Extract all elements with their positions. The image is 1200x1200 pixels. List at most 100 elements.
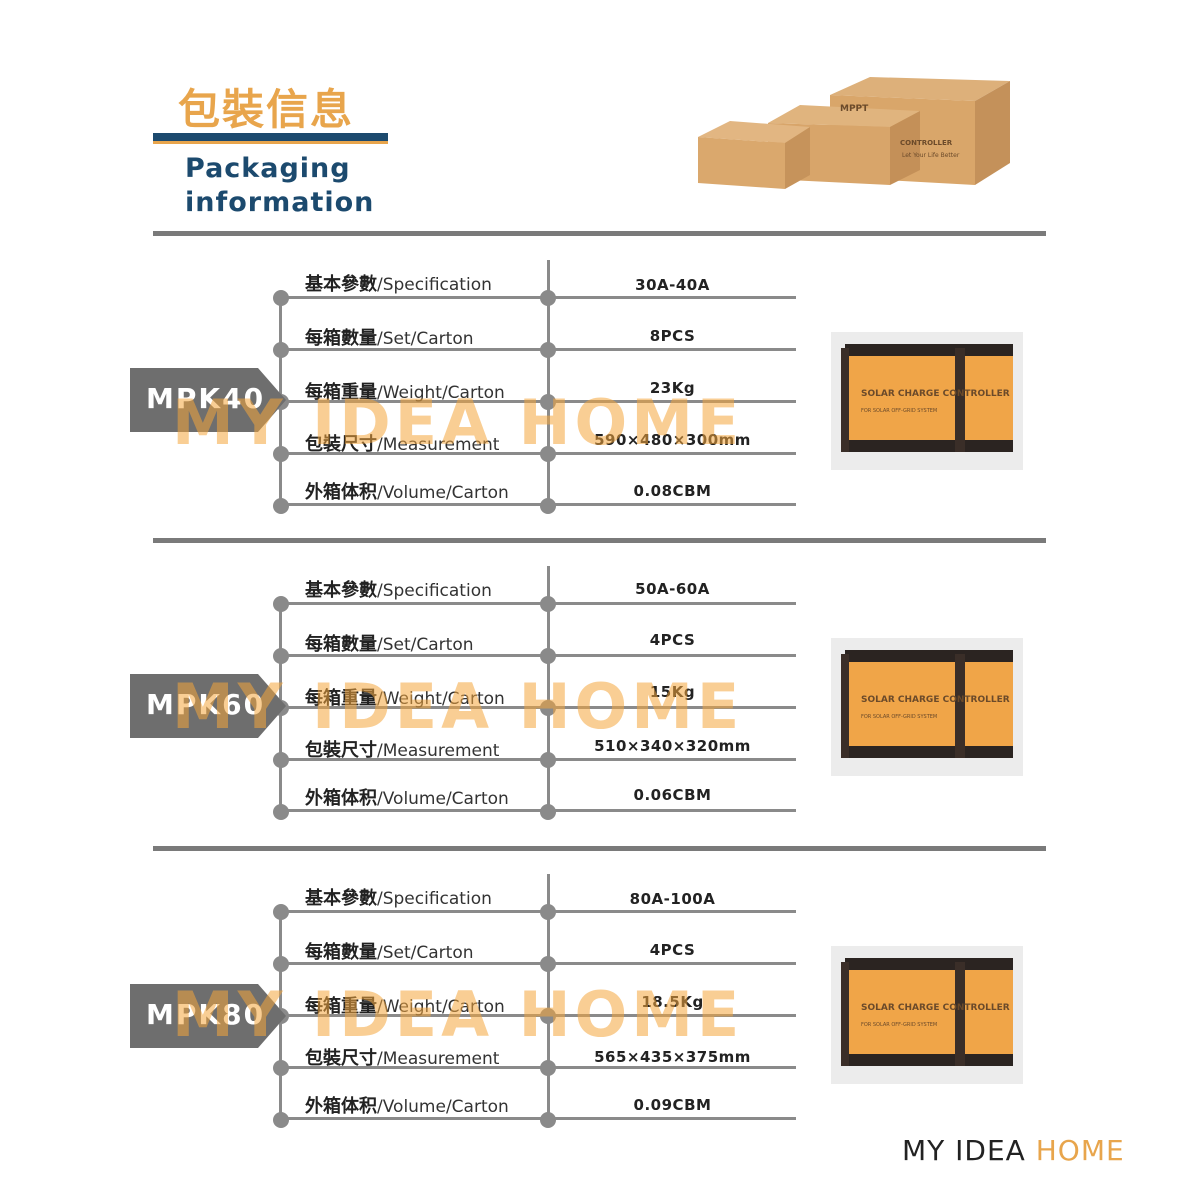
label-cn: 基本參數 [305, 580, 377, 601]
label-en: /Volume/Carton [377, 483, 509, 503]
label-cn: 包裝尺寸 [305, 1048, 377, 1069]
label-en: /Set/Carton [377, 943, 474, 963]
page-title-cn: 包裝信息 [178, 85, 355, 134]
label-specification: 基本參數/Specification [305, 270, 492, 296]
label-en: /Measurement [377, 1049, 500, 1069]
value-volume-carton: 0.06CBM [633, 786, 712, 804]
label-en: /Specification [377, 275, 492, 295]
row-line [280, 1014, 796, 1017]
label-volume-carton: 外箱体积/Volume/Carton [305, 1092, 509, 1118]
label-specification: 基本參數/Specification [305, 884, 492, 910]
row-dot [540, 804, 556, 820]
section-separator [153, 538, 1046, 543]
row-dot [273, 342, 289, 358]
row-dot [540, 498, 556, 514]
row-dot [540, 446, 556, 462]
label-measurement: 包裝尺寸/Measurement [305, 430, 499, 456]
row-dot [540, 904, 556, 920]
section-separator [153, 846, 1046, 851]
value-measurement: 510×340×320mm [594, 737, 751, 755]
row-dot [273, 1112, 289, 1128]
model-name: MPK40 [146, 382, 266, 415]
row-dot [540, 1008, 556, 1024]
row-dot [540, 700, 556, 716]
model-name: MPK80 [146, 998, 266, 1031]
label-cn: 每箱數量 [305, 634, 377, 655]
label-en: /Set/Carton [377, 635, 474, 655]
row-dot [273, 648, 289, 664]
page-title-en-line1: Packaging [185, 153, 351, 184]
row-line [280, 452, 796, 455]
model-name: MPK60 [146, 688, 266, 721]
label-cn: 基本參數 [305, 274, 377, 295]
row-dot [540, 1112, 556, 1128]
row-line [280, 910, 796, 913]
tree-vline-right [547, 566, 550, 816]
value-set-carton: 4PCS [649, 941, 696, 959]
label-set-carton: 每箱數量/Set/Carton [305, 938, 474, 964]
label-cn: 外箱体积 [305, 788, 377, 809]
value-measurement: 590×480×300mm [594, 431, 751, 449]
row-dot [540, 290, 556, 306]
label-cn: 每箱重量 [305, 382, 377, 403]
label-cn: 外箱体积 [305, 482, 377, 503]
label-cn: 每箱數量 [305, 328, 377, 349]
row-dot [273, 752, 289, 768]
title-underline [153, 133, 388, 141]
title-underline-accent [153, 141, 388, 144]
label-en: /Measurement [377, 741, 500, 761]
row-dot [273, 804, 289, 820]
model-tag-shape [130, 368, 286, 432]
row-line [280, 809, 796, 812]
row-dot [273, 904, 289, 920]
tree-vline-right [547, 874, 550, 1124]
box-brand-text: MPPT [840, 104, 869, 114]
label-en: /Specification [377, 581, 492, 601]
box-slogan-text: Let Your Life Better [902, 152, 960, 159]
label-set-carton: 每箱數量/Set/Carton [305, 324, 474, 350]
row-line [280, 962, 796, 965]
value-weight-carton: 18.5Kg [641, 993, 704, 1011]
model-tag: MPK60 [130, 674, 290, 738]
product-box-subtitle: FOR SOLAR OFF-GRID SYSTEM [861, 408, 937, 414]
label-cn: 每箱重量 [305, 688, 377, 709]
section-separator [153, 231, 1046, 236]
row-dot [273, 596, 289, 612]
product-box-subtitle: FOR SOLAR OFF-GRID SYSTEM [861, 714, 937, 720]
product-box-image: SOLAR CHARGE CONTROLLER FOR SOLAR OFF-GR… [831, 946, 1023, 1084]
label-volume-carton: 外箱体积/Volume/Carton [305, 478, 509, 504]
row-line [280, 706, 796, 709]
product-box-title: SOLAR CHARGE CONTROLLER [861, 389, 1010, 399]
tree-vline-right [547, 260, 550, 510]
row-line [280, 400, 796, 403]
carton-boxes-illustration: MPPT CONTROLLER Let Your Life Better [698, 77, 1010, 189]
value-weight-carton: 23Kg [649, 379, 696, 397]
row-dot [273, 1060, 289, 1076]
row-dot [540, 648, 556, 664]
row-line [280, 1066, 796, 1069]
value-specification: 30A-40A [635, 276, 710, 294]
product-box-image: SOLAR CHARGE CONTROLLER FOR SOLAR OFF-GR… [831, 638, 1023, 776]
row-line [280, 503, 796, 506]
label-cn: 包裝尺寸 [305, 740, 377, 761]
label-volume-carton: 外箱体积/Volume/Carton [305, 784, 509, 810]
label-weight-carton: 每箱重量/Weight/Carton [305, 684, 505, 710]
product-box-subtitle: FOR SOLAR OFF-GRID SYSTEM [861, 1022, 937, 1028]
value-set-carton: 8PCS [649, 327, 696, 345]
label-specification: 基本參數/Specification [305, 576, 492, 602]
row-dot [540, 956, 556, 972]
page-title-en: Packaging information [185, 152, 374, 220]
brand-text-main: MY IDEA [902, 1134, 1036, 1167]
row-line [280, 602, 796, 605]
row-dot [540, 342, 556, 358]
model-tag-shape [130, 984, 286, 1048]
label-cn: 每箱數量 [305, 942, 377, 963]
row-line [280, 296, 796, 299]
label-cn: 每箱重量 [305, 996, 377, 1017]
product-box-image: SOLAR CHARGE CONTROLLER FOR SOLAR OFF-GR… [831, 332, 1023, 470]
model-tag-shape [130, 674, 286, 738]
value-volume-carton: 0.08CBM [633, 482, 712, 500]
label-en: /Measurement [377, 435, 500, 455]
row-line [280, 654, 796, 657]
label-en: /Volume/Carton [377, 1097, 509, 1117]
